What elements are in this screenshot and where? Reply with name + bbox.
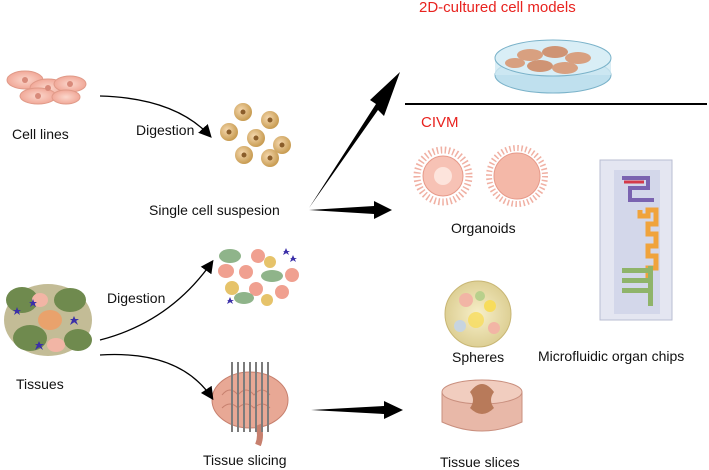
organoid-2-illustration — [486, 145, 548, 207]
arrow-to-tissue-slices — [311, 401, 403, 419]
label-cell-lines: Cell lines — [12, 126, 69, 142]
arrow-tissue-to-brain — [99, 353, 214, 401]
petri-dish-illustration — [494, 39, 612, 94]
label-microfluidic-organ-chips: Microfluidic organ chips — [538, 348, 685, 364]
cell-lines-illustration — [6, 70, 87, 105]
label-organoids: Organoids — [451, 220, 516, 236]
organoid-1-illustration — [413, 146, 473, 206]
label-tissue-slicing: Tissue slicing — [203, 452, 287, 468]
mixed-cells-illustration — [218, 248, 299, 306]
arrow-to-civm — [309, 201, 392, 219]
label-2d-models: 2D-cultured cell models — [419, 0, 576, 16]
label-single-cell-suspension: Single cell suspesion — [149, 202, 280, 218]
label-digestion-2: Digestion — [107, 290, 166, 306]
label-tissue-slices: Tissue slices — [440, 454, 520, 470]
label-spheres: Spheres — [452, 349, 505, 365]
brain-illustration — [211, 362, 289, 447]
label-civm: CIVM — [421, 114, 459, 131]
label-tissues: Tissues — [16, 376, 64, 392]
label-digestion-1: Digestion — [136, 122, 195, 138]
microfluidic-chip-illustration — [599, 159, 673, 321]
arrow-tissue-to-mixed — [99, 259, 214, 341]
tissue-slice-illustration — [441, 379, 523, 432]
single-cells-illustration — [220, 103, 291, 167]
tissues-illustration — [4, 284, 92, 356]
sphere-illustration — [444, 280, 512, 348]
arrow-cells-to-single — [99, 95, 212, 138]
arrow-to-2d-models — [309, 72, 400, 208]
